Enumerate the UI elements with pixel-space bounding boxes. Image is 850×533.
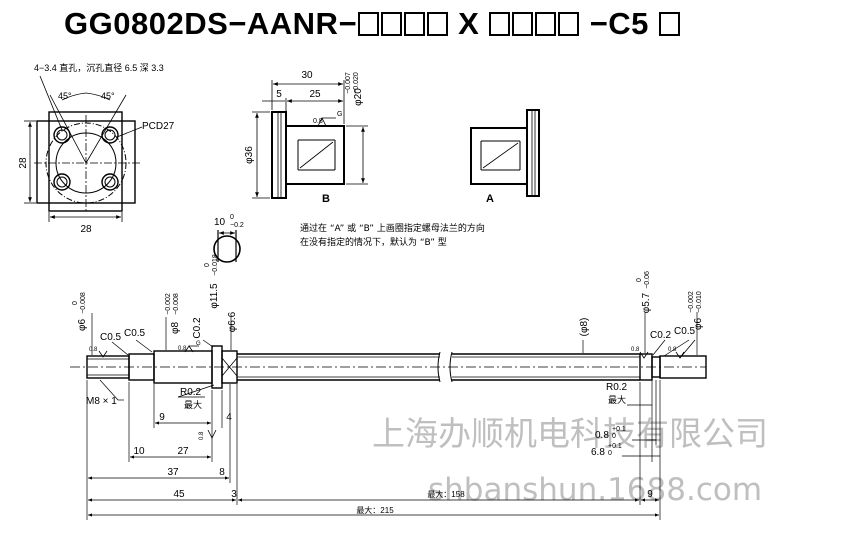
radius-right-max: 最大 — [608, 394, 626, 405]
chamfer-c05-a: C0.5 — [100, 332, 122, 343]
radius-left: R0.2 — [180, 387, 202, 398]
groove-pos-tol-low: 0 — [608, 450, 612, 457]
dim-215-max: 最大：215 — [356, 505, 394, 515]
flange-width-dim: 28 — [80, 224, 92, 235]
angle-right-label: 45° — [101, 91, 115, 101]
right-end-dia-6: φ6 — [693, 318, 704, 330]
dim-9-left: 9 — [159, 412, 165, 423]
left-end-dia-6-tol-up: 0 — [72, 301, 79, 305]
dia-5-7: φ5.7 — [641, 292, 652, 313]
hole-spec-note: 4−3.4 直孔，沉孔直径 6.5 深 3.3 — [34, 62, 164, 73]
dim-10: 10 — [133, 446, 145, 457]
screw-dia-8-ref: (φ8) — [579, 318, 590, 337]
view-b-dia-20-tol-low: −0.020 — [353, 72, 360, 94]
blank-box — [535, 12, 557, 36]
view-b-dia-20-tol-up: −0.007 — [345, 72, 352, 94]
accuracy-grade: C5 — [608, 6, 649, 41]
blank-box — [358, 12, 380, 36]
blank-box — [558, 12, 580, 36]
right-end-dia-6-tol-low: −0.010 — [696, 291, 703, 313]
chamfer-c05-b: C0.5 — [124, 328, 146, 339]
dia-6-6: φ6.6 — [227, 311, 238, 332]
left-end-dia-6: φ6 — [77, 319, 88, 331]
flange-height-dim: 28 — [18, 157, 29, 169]
key-width-tol-up: 0 — [230, 214, 234, 221]
finish-mark-right-2: 0.8 — [668, 347, 677, 353]
bearing-dia-8-tol-up: −0.002 — [165, 293, 172, 315]
default-type-note: 在没有指定的情况下，默认为 “B” 型 — [300, 238, 447, 248]
dim-37: 37 — [167, 467, 179, 478]
finish-mark-left-2: 0.8 — [178, 346, 187, 352]
groove-width-tol-low: 0 — [612, 433, 616, 440]
chamfer-c02-right: C0.2 — [650, 330, 672, 341]
radius-right: R0.2 — [606, 382, 628, 393]
dia-5-7-tol-up: 0 — [636, 278, 643, 282]
key-section — [213, 230, 241, 263]
model-prefix: GG0802DS — [64, 6, 229, 41]
view-a-label: A — [486, 193, 494, 205]
flange-end-view — [24, 75, 143, 222]
dim-3: 3 — [231, 489, 237, 500]
blank-box — [404, 12, 426, 36]
angle-left-label: 45° — [58, 91, 72, 101]
groove-width-tol-up: +0.1 — [612, 426, 626, 433]
dim-9-right: 9 — [647, 489, 653, 500]
flange-direction-note: 通过在 “A” 或 “B” 上画圈指定螺母法兰的方向 — [300, 224, 485, 234]
blank-box — [427, 12, 449, 36]
key-width-dim: 10 — [214, 217, 226, 228]
dim-158-max: 最大：158 — [427, 489, 465, 499]
nut-view-a — [470, 109, 540, 197]
dia-11-5-tol-low: −0.018 — [212, 254, 219, 276]
nut-view-b — [252, 80, 368, 199]
bearing-dia-8-tol-low: −0.008 — [173, 293, 180, 315]
dia-5-7-tol-low: −0.06 — [644, 271, 651, 289]
finish-mark-left-3: 0.8 — [199, 431, 205, 440]
blank-box — [658, 12, 680, 36]
groove-pos-tol-up: +0.1 — [608, 443, 622, 450]
view-b-length-30: 30 — [301, 70, 313, 81]
view-b-dia-20: φ20 — [353, 88, 364, 106]
dia-11-5-tol-up: 0 — [204, 263, 211, 267]
watermark-company: 上海办顺机电科技有限公司 — [372, 414, 768, 453]
dim-4: 4 — [226, 412, 232, 423]
view-b-dia-36: φ36 — [244, 146, 255, 164]
key-width-tol-low: −0.2 — [230, 222, 244, 229]
groove-pos-6-8: 6.8 — [591, 447, 605, 458]
view-b-length-25: 25 — [309, 89, 321, 100]
left-end-dia-6-tol-low: −0.008 — [80, 292, 87, 314]
chamfer-c05-right: C0.5 — [674, 326, 696, 337]
right-end-dia-6-tol-up: −0.002 — [688, 291, 695, 313]
model-type-code: AANR — [246, 6, 339, 41]
finish-grade-g: G — [196, 341, 201, 347]
view-b-length-5: 5 — [276, 89, 282, 100]
bearing-dia-8: φ8 — [170, 322, 181, 334]
blank-box — [512, 12, 534, 36]
dim-8: 8 — [219, 467, 225, 478]
radius-left-max: 最大 — [184, 399, 202, 410]
dia-11-5: φ11.5 — [209, 283, 220, 309]
finish-mark-right-1: 0.8 — [631, 347, 640, 353]
view-b-finish-g: G — [337, 111, 342, 118]
view-b-label: B — [322, 193, 330, 205]
dim-27: 27 — [177, 446, 189, 457]
pcd-label: PCD27 — [142, 121, 175, 132]
drawing-title: GG0802DS−AANR− X −C5 — [64, 6, 681, 42]
groove-width-0-8: 0.8 — [595, 430, 609, 441]
dim-45: 45 — [173, 489, 185, 500]
screw-shaft — [70, 312, 707, 520]
thread-spec: M8 × 1 — [86, 396, 117, 407]
view-b-finish: 0.8 — [313, 118, 323, 125]
blank-box — [381, 12, 403, 36]
blank-box — [489, 12, 511, 36]
title-x: X — [458, 6, 480, 41]
chamfer-c02-left: C0.2 — [192, 317, 203, 339]
finish-mark-left-1: 0.8 — [89, 347, 98, 353]
watermark-url: shbanshun.1688.com — [428, 472, 762, 508]
